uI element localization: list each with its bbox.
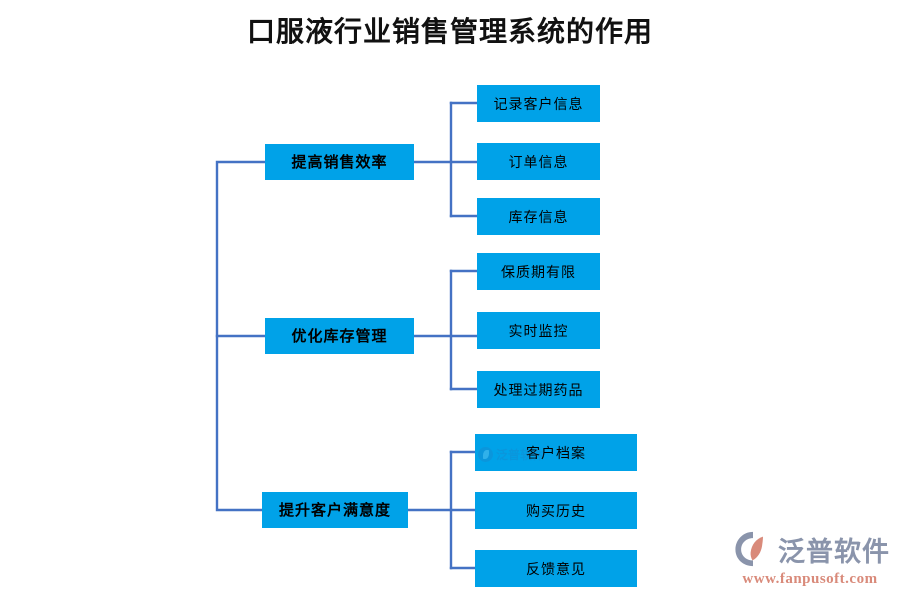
leaf-node-3-3-label: 反馈意见 xyxy=(526,560,586,577)
leaf-node-2-1-label: 保质期有限 xyxy=(501,263,576,280)
brand-name: 泛普软件 xyxy=(778,536,890,568)
fanpu-logo-icon xyxy=(735,531,763,567)
leaf-node-3-1-label: 客户档案 xyxy=(526,444,586,461)
leaf-node-1-1[interactable]: 记录客户信息 xyxy=(477,85,600,122)
brand-watermark: 泛普软件 www.fanpusoft.com xyxy=(734,528,889,592)
leaf-node-1-3-label: 库存信息 xyxy=(508,208,569,225)
leaf-node-2-2-label: 实时监控 xyxy=(508,322,569,339)
branch-node-2[interactable]: 优化库存管理 xyxy=(265,318,414,354)
fanpu-logo-icon xyxy=(478,447,493,462)
leaf-node-2-2[interactable]: 实时监控 xyxy=(477,312,600,349)
leaf-node-3-2[interactable]: 购买历史 xyxy=(475,492,637,529)
branch-node-2-label: 优化库存管理 xyxy=(291,327,388,345)
branch-node-1-label: 提高销售效率 xyxy=(291,153,388,171)
page-title: 口服液行业销售管理系统的作用 xyxy=(246,17,653,48)
leaf-node-3-3[interactable]: 反馈意见 xyxy=(475,550,637,587)
branch-node-3-label: 提升客户满意度 xyxy=(278,501,391,519)
branch-node-1[interactable]: 提高销售效率 xyxy=(265,144,414,180)
leaf-node-2-3-label: 处理过期药品 xyxy=(493,381,584,398)
brand-url: www.fanpusoft.com xyxy=(742,571,878,587)
leaf-node-2-1[interactable]: 保质期有限 xyxy=(477,253,600,290)
leaf-node-3-2-label: 购买历史 xyxy=(526,502,586,519)
leaf-node-1-1-label: 记录客户信息 xyxy=(493,95,584,112)
leaf-node-1-2[interactable]: 订单信息 xyxy=(477,143,600,180)
branch-node-3[interactable]: 提升客户满意度 xyxy=(262,492,408,528)
leaf-node-3-1[interactable]: 客户档案 泛普软件 xyxy=(475,434,637,471)
leaf-node-1-2-label: 订单信息 xyxy=(508,153,569,170)
leaf-node-1-3[interactable]: 库存信息 xyxy=(477,198,600,235)
leaf-node-2-3[interactable]: 处理过期药品 xyxy=(477,371,600,408)
brand-row: 泛普软件 xyxy=(734,528,889,570)
